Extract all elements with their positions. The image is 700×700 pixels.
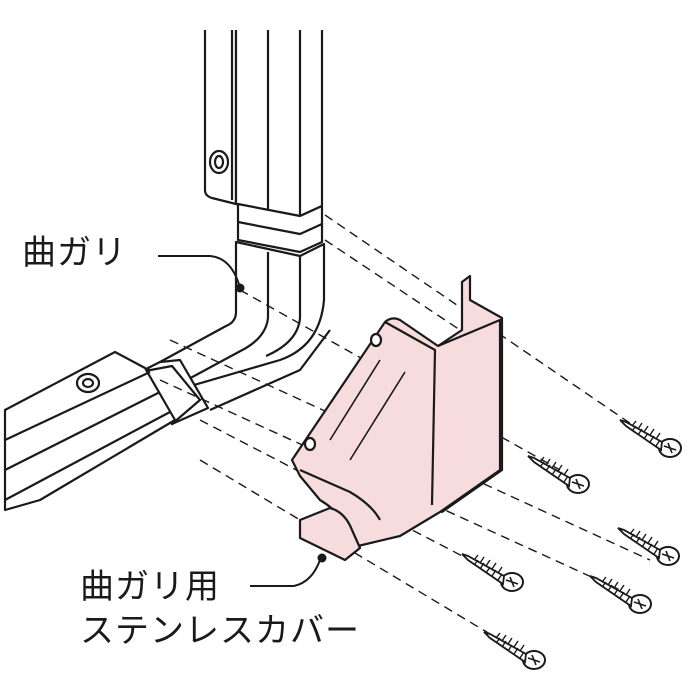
screw-6 (483, 631, 546, 670)
screw-2 (527, 455, 590, 494)
bend-fitting (138, 202, 326, 426)
vertical-duct (203, 30, 324, 218)
cover-leader (250, 559, 321, 587)
bend-label: 曲ガリ (22, 233, 127, 273)
screw-4 (461, 553, 524, 592)
bend-leader (158, 255, 241, 289)
horizontal-duct (3, 329, 331, 512)
cover-label-line2: ステンレスカバー (80, 611, 360, 651)
leader-lines (158, 255, 327, 587)
screw-5 (589, 575, 652, 614)
cover-label-line1: 曲ガリ用 (80, 567, 220, 607)
stainless-cover (290, 274, 504, 562)
screw-1 (619, 419, 682, 458)
